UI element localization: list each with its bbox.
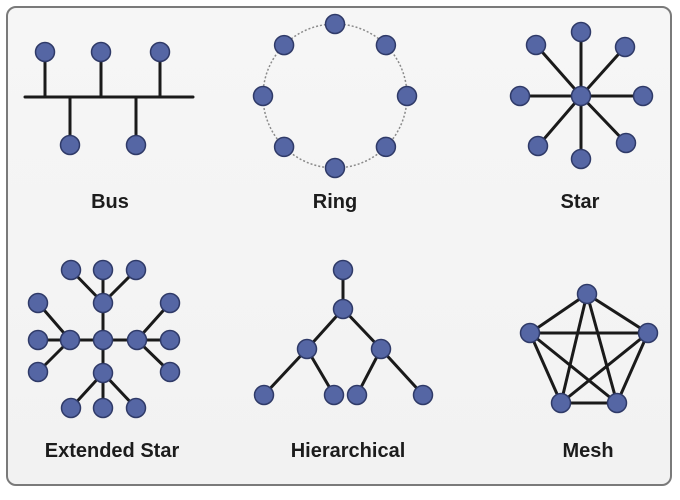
hierarchical-node-ll — [253, 384, 275, 406]
hierarchical-node-l — [296, 338, 318, 360]
extended-star-top-hub-node — [92, 292, 114, 314]
mesh-node-5 — [519, 322, 541, 344]
star-link-line — [536, 94, 583, 148]
mesh-link-line — [585, 292, 650, 335]
bus-node-bottom-2 — [125, 134, 147, 156]
ring-node-8 — [273, 34, 295, 56]
star-node-1 — [570, 21, 592, 43]
extended-star-right-leaf-1 — [159, 292, 181, 314]
bus-node-top-2 — [90, 41, 112, 63]
extended-star-bottom-leaf-3 — [125, 397, 147, 419]
mesh-link-line — [528, 292, 589, 335]
extended-star-left-leaf-2 — [27, 329, 49, 351]
extended-star-top-leaf-2 — [92, 259, 114, 281]
extended-star-top-leaf-3 — [125, 259, 147, 281]
star-node-3 — [632, 85, 654, 107]
ring-node-4 — [375, 136, 397, 158]
mesh-link-line — [559, 331, 650, 405]
mesh-node-3 — [606, 392, 628, 414]
extended-star-left-leaf-1 — [27, 292, 49, 314]
hierarchical-node-lr — [323, 384, 345, 406]
hierarchical-node-rr — [412, 384, 434, 406]
extended-star-bottom-leaf-1 — [60, 397, 82, 419]
mesh-node-1 — [576, 283, 598, 305]
star-hub-node — [570, 85, 592, 107]
star-node-7 — [509, 85, 531, 107]
ring-node-5 — [324, 157, 346, 179]
extended-star-right-hub-node — [126, 329, 148, 351]
hierarchical-node-mid — [332, 298, 354, 320]
mesh-link-line — [559, 292, 589, 405]
extended-star-right-leaf-3 — [159, 361, 181, 383]
extended-star-bottom-leaf-2 — [92, 397, 114, 419]
label-star: Star — [560, 191, 600, 213]
ring-node-3 — [396, 85, 418, 107]
extended-star-bottom-hub-node — [92, 362, 114, 384]
extended-star-top-leaf-1 — [60, 259, 82, 281]
extended-star-center-node — [92, 329, 114, 351]
mesh-link-line — [528, 331, 619, 405]
bus-node-bottom-1 — [59, 134, 81, 156]
label-hierarchical: Hierarchical — [290, 440, 406, 462]
label-mesh: Mesh — [562, 440, 614, 462]
mesh-link-line — [585, 292, 619, 405]
star-link-line — [579, 94, 628, 145]
bus-node-top-3 — [149, 41, 171, 63]
label-bus: Bus — [91, 191, 129, 213]
mesh-node-2 — [637, 322, 659, 344]
hierarchical-link-line — [262, 347, 309, 397]
mesh-link-line — [528, 331, 563, 405]
star-node-8 — [525, 34, 547, 56]
hierarchical-node-rl — [346, 384, 368, 406]
hierarchical-link-line — [379, 347, 425, 397]
hierarchical-node-r — [370, 338, 392, 360]
mesh-link-line — [615, 331, 650, 405]
extended-star-right-leaf-2 — [159, 329, 181, 351]
star-node-6 — [527, 135, 549, 157]
ring-node-6 — [273, 136, 295, 158]
ring-node-1 — [324, 13, 346, 35]
diagram-edges — [23, 23, 650, 410]
ring-node-7 — [252, 85, 274, 107]
star-node-5 — [570, 148, 592, 170]
star-node-2 — [614, 36, 636, 58]
hierarchical-node-root — [332, 259, 354, 281]
star-node-4 — [615, 132, 637, 154]
label-ring: Ring — [312, 191, 358, 213]
bus-node-top-1 — [34, 41, 56, 63]
star-link-line — [534, 43, 583, 98]
extended-star-left-leaf-3 — [27, 361, 49, 383]
mesh-node-4 — [550, 392, 572, 414]
ring-node-2 — [375, 34, 397, 56]
label-extended-star: Extended Star — [44, 440, 180, 462]
extended-star-left-hub-node — [59, 329, 81, 351]
diagram-nodes — [27, 13, 659, 419]
star-link-line — [579, 45, 627, 98]
